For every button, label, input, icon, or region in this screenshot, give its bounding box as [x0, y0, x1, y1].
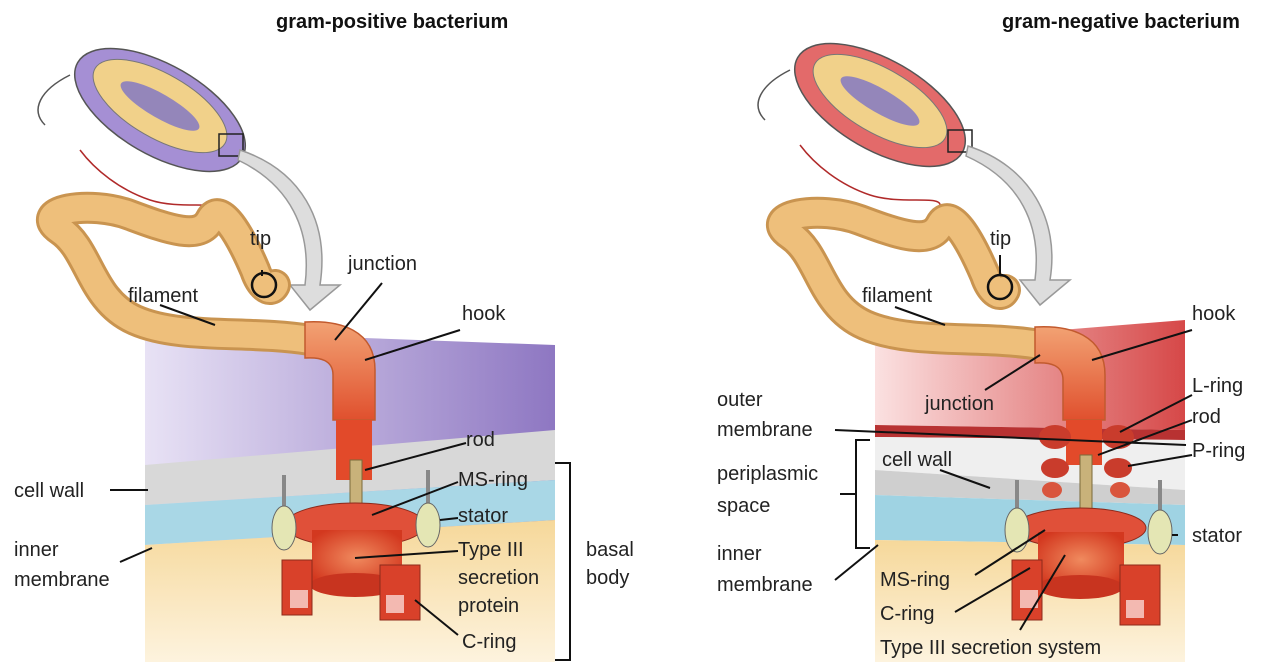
label-type3-line2: secretion — [458, 567, 539, 589]
label-cell-wall-2: cell wall — [882, 449, 952, 471]
gram-positive-title: gram-positive bacterium — [276, 11, 508, 33]
gram-negative-panel: gram-negative bacterium tip filament hoo… — [717, 11, 1245, 662]
label-type3-system: Type III secretion system — [880, 637, 1101, 659]
label-p-ring: P-ring — [1192, 440, 1245, 462]
label-tip-2: tip — [990, 228, 1011, 250]
label-outer-membrane-line2: membrane — [717, 419, 813, 441]
label-stator-2: stator — [1192, 525, 1242, 547]
label-type3-line3: protein — [458, 595, 519, 617]
label-l-ring: L-ring — [1192, 375, 1243, 397]
label-inner-membrane-2-line1: inner — [717, 543, 762, 565]
label-hook: hook — [462, 303, 506, 325]
gram-negative-title: gram-negative bacterium — [1002, 11, 1240, 33]
label-rod: rod — [466, 429, 495, 451]
label-c-ring-2: C-ring — [880, 603, 934, 625]
label-periplasmic-line2: space — [717, 495, 770, 517]
label-rod-2: rod — [1192, 406, 1221, 428]
label-outer-membrane-line1: outer — [717, 389, 763, 411]
gram-negative-cell-icon — [758, 19, 985, 205]
label-junction: junction — [347, 253, 417, 275]
label-basal-line2: body — [586, 567, 629, 589]
label-inner-membrane-line1: inner — [14, 539, 59, 561]
label-filament: filament — [128, 285, 198, 307]
gram-positive-cell-icon — [38, 24, 265, 210]
label-tip: tip — [250, 228, 271, 250]
label-periplasmic-line1: periplasmic — [717, 463, 818, 485]
label-c-ring: C-ring — [462, 631, 516, 653]
label-ms-ring-2: MS-ring — [880, 569, 950, 591]
label-cell-wall: cell wall — [14, 480, 84, 502]
label-stator: stator — [458, 505, 508, 527]
label-junction-2: junction — [924, 393, 994, 415]
label-hook-2: hook — [1192, 303, 1236, 325]
label-inner-membrane-line2: membrane — [14, 569, 110, 591]
gram-positive-panel: gram-positive bacterium tip junction fil… — [14, 11, 634, 662]
label-type3-line1: Type III — [458, 539, 524, 561]
label-filament-2: filament — [862, 285, 932, 307]
label-ms-ring: MS-ring — [458, 469, 528, 491]
label-inner-membrane-2-line2: membrane — [717, 574, 813, 596]
label-basal-line1: basal — [586, 539, 634, 561]
